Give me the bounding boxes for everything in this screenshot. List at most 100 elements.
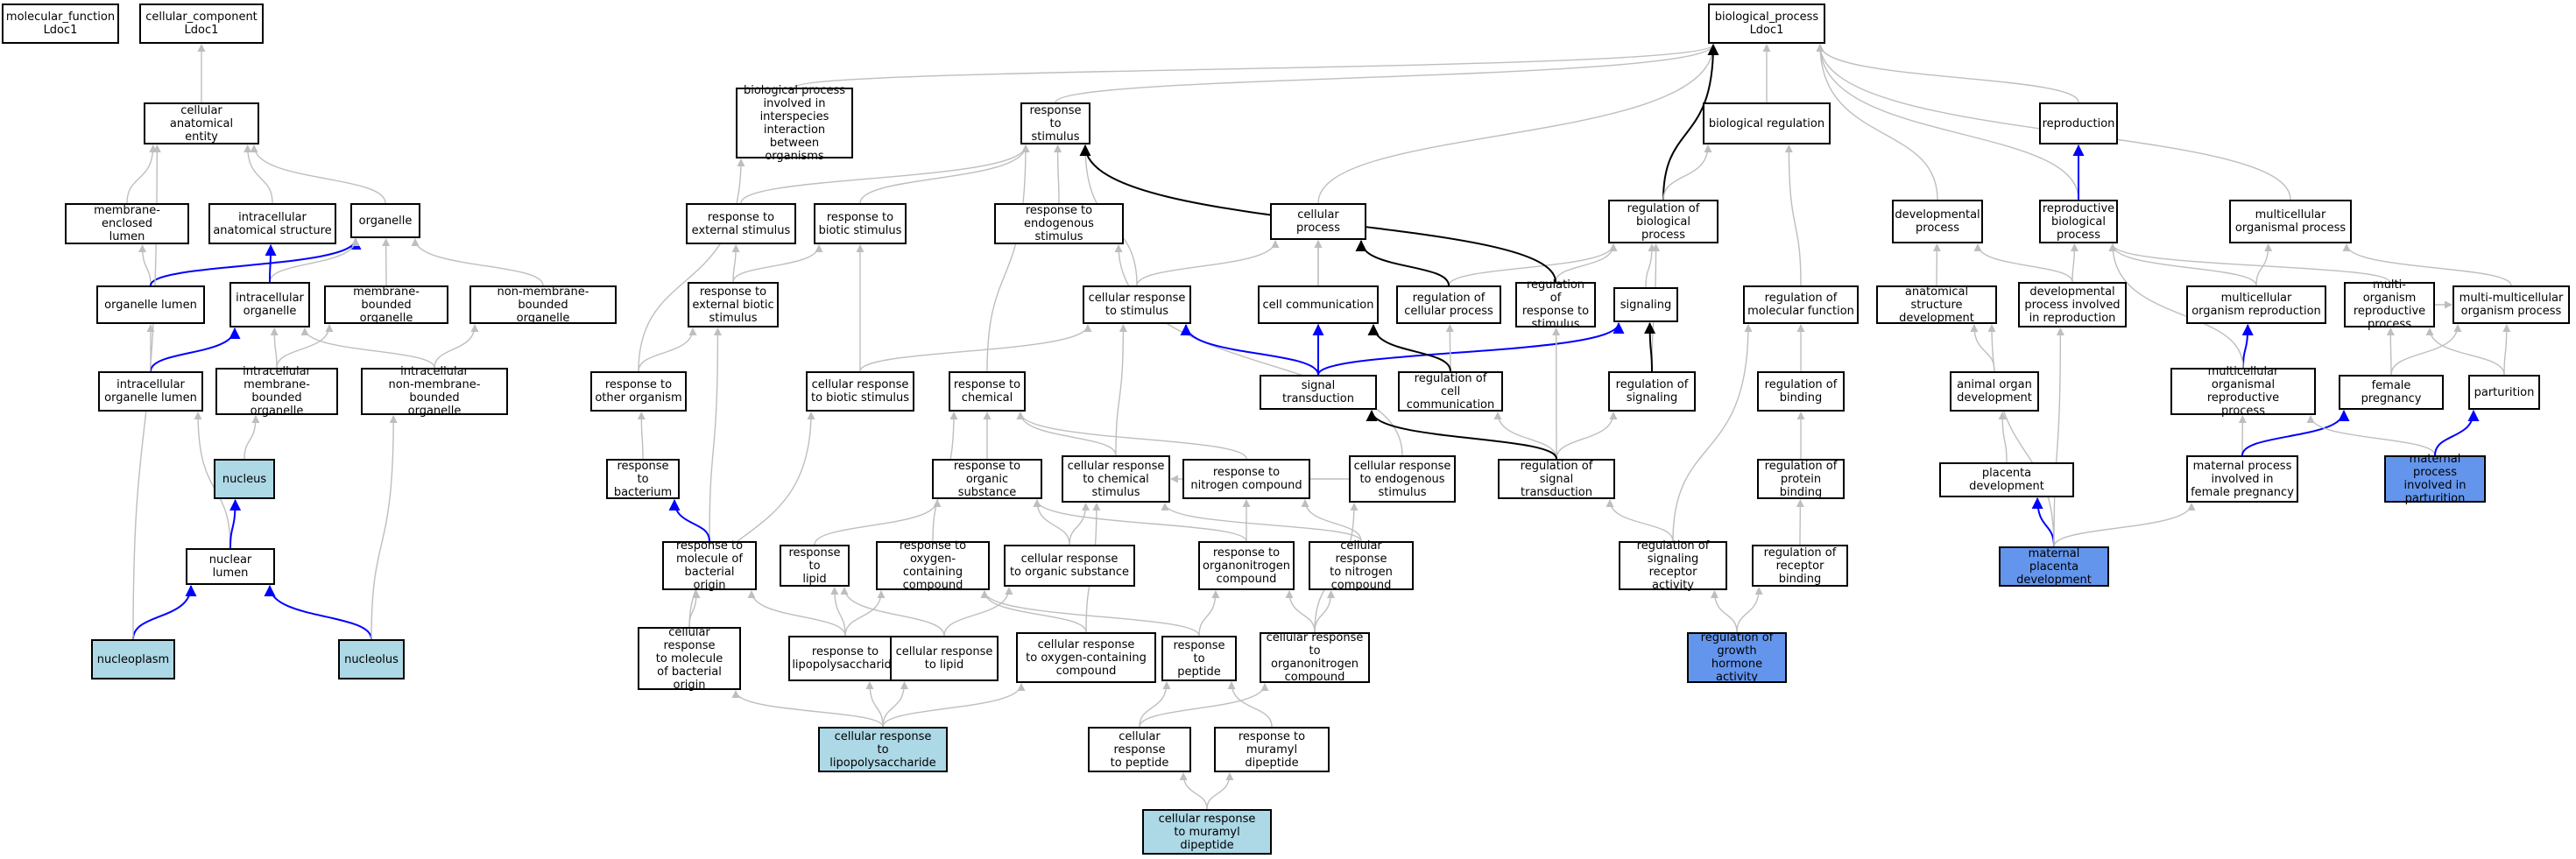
go-term-node[interactable]: cellular response to nitrogen compound	[1309, 539, 1414, 592]
go-term-node[interactable]: biological_process Ldoc1	[1708, 4, 1825, 44]
go-term-node[interactable]: regulation of biological process	[1608, 200, 1719, 243]
graph-edge-is-a	[844, 590, 886, 637]
go-term-node[interactable]: cellular process	[1270, 203, 1366, 240]
go-term-node[interactable]: nucleolus	[338, 639, 405, 679]
go-term-node[interactable]: cellular anatomical entity	[144, 102, 259, 144]
graph-edge-is-a	[1301, 499, 1362, 542]
go-term-node[interactable]: membrane-bounded organelle	[324, 285, 448, 325]
go-term-node[interactable]: nuclear lumen	[186, 548, 275, 585]
go-term-node[interactable]: multicellular organismal reproductive pr…	[2170, 365, 2316, 418]
go-term-node[interactable]: cellular response to chemical stimulus	[1062, 455, 1170, 503]
go-term-node[interactable]: multi-organism reproductive process	[2344, 278, 2435, 331]
go-term-node[interactable]: regulation of receptor binding	[1752, 545, 1848, 587]
go-term-node[interactable]: cellular response to biotic stimulus	[806, 371, 914, 412]
go-term-node[interactable]: animal organ development	[1950, 371, 2039, 412]
go-term-node[interactable]: placenta development	[1939, 462, 2074, 497]
graph-edge-is-a	[709, 327, 722, 542]
go-term-node[interactable]: regulation of growth hormone activity	[1687, 631, 1787, 684]
go-term-node[interactable]: regulation of protein binding	[1757, 459, 1845, 499]
graph-edge-part-of	[265, 244, 277, 283]
go-term-node[interactable]: intracellular anatomical structure	[208, 203, 336, 244]
go-term-node[interactable]: molecular_function Ldoc1	[2, 4, 119, 44]
go-term-node[interactable]: regulation of molecular function	[1743, 285, 1859, 324]
go-term-node[interactable]: multicellular organismal process	[2229, 200, 2352, 243]
go-term-node[interactable]: response to external biotic stimulus	[688, 282, 779, 327]
go-term-node[interactable]: non-membrane-bounded organelle	[469, 285, 617, 325]
go-term-node[interactable]: organelle	[350, 203, 420, 238]
go-term-node[interactable]: response to endogenous stimulus	[994, 203, 1124, 244]
go-term-node[interactable]: biological process involved in interspec…	[736, 84, 853, 163]
go-term-node[interactable]: nucleoplasm	[91, 639, 175, 679]
go-term-node[interactable]: cellular response to muramyl dipeptide	[1142, 809, 1272, 855]
graph-edge-is-a	[1816, 44, 1938, 201]
go-term-node[interactable]: response to biotic stimulus	[814, 203, 907, 244]
graph-edge-is-a	[1606, 499, 1674, 542]
go-term-node[interactable]: cell communication	[1258, 285, 1379, 324]
go-term-node[interactable]: regulation of signaling receptor activit…	[1619, 539, 1727, 592]
go-term-node[interactable]: organelle lumen	[96, 285, 205, 324]
go-term-node[interactable]: signaling	[1613, 287, 1678, 322]
go-term-node[interactable]: intracellular organelle	[229, 282, 310, 327]
go-term-node[interactable]: reproductive biological process	[2039, 200, 2118, 243]
go-term-node[interactable]: regulation of signal transduction	[1498, 459, 1615, 499]
go-term-node[interactable]: intracellular non-membrane-bounded organ…	[361, 365, 508, 418]
go-term-node[interactable]: regulation of response to stimulus	[1515, 278, 1596, 331]
go-term-node[interactable]: response to lipopolysaccharide	[788, 636, 902, 681]
go-term-node[interactable]: cellular response to endogenous stimulus	[1349, 455, 1456, 503]
go-term-node[interactable]: regulation of binding	[1757, 371, 1845, 412]
go-term-node[interactable]: female pregnancy	[2339, 375, 2444, 410]
graph-edge-part-of	[229, 499, 242, 549]
graph-edge-is-a	[840, 587, 945, 637]
graph-edge-part-of	[668, 499, 710, 542]
go-term-node[interactable]: signal transduction	[1260, 375, 1377, 410]
go-term-node[interactable]: biological regulation	[1703, 102, 1831, 144]
go-term-node[interactable]: cellular response to organic substance	[1004, 545, 1135, 587]
go-term-node[interactable]: regulation of cell communication	[1398, 371, 1503, 412]
go-term-node[interactable]: maternal process involved in parturition	[2384, 453, 2486, 505]
go-term-node[interactable]: response to stimulus	[1020, 102, 1090, 144]
go-term-node[interactable]: response to external stimulus	[686, 203, 796, 244]
go-term-node[interactable]: cellular response to molecule of bacteri…	[638, 626, 741, 692]
graph-edge-is-a	[794, 44, 1718, 88]
graph-edge-is-a	[1139, 681, 1171, 728]
go-term-node[interactable]: reproduction	[2039, 102, 2118, 144]
go-term-node[interactable]: membrane-enclosed lumen	[65, 203, 189, 244]
go-term-node[interactable]: developmental process involved in reprod…	[2018, 282, 2127, 327]
go-term-node[interactable]: response to chemical	[949, 371, 1026, 412]
go-term-node[interactable]: parturition	[2468, 375, 2540, 410]
go-term-node[interactable]: intracellular organelle lumen	[98, 371, 203, 412]
go-term-node[interactable]: maternal process involved in female preg…	[2186, 455, 2298, 503]
go-term-node[interactable]: regulation of signaling	[1608, 371, 1696, 412]
go-term-node[interactable]: cellular_component Ldoc1	[139, 4, 264, 44]
go-term-node[interactable]: developmental process	[1892, 200, 1983, 243]
go-term-node[interactable]: response to bacterium	[606, 459, 680, 499]
go-term-node[interactable]: response to other organism	[590, 371, 687, 412]
go-term-node[interactable]: nucleus	[214, 459, 275, 499]
graph-edge-is-a	[943, 587, 1013, 637]
go-term-node[interactable]: multi-multicellular organism process	[2452, 285, 2570, 324]
go-term-node[interactable]: anatomical structure development	[1876, 285, 1997, 325]
go-term-node[interactable]: cellular response to organonitrogen comp…	[1260, 631, 1370, 684]
go-term-node[interactable]: cellular response to peptide	[1088, 727, 1191, 772]
go-term-node[interactable]: multicellular organism reproduction	[2186, 285, 2326, 324]
go-term-node[interactable]: cellular response to lipopolysaccharide	[818, 727, 948, 772]
graph-edge-is-a	[638, 158, 745, 372]
go-term-node[interactable]: response to lipid	[780, 545, 850, 587]
go-term-node[interactable]: response to molecule of bacterial origin	[662, 539, 757, 592]
go-term-node[interactable]: response to nitrogen compound	[1182, 459, 1310, 499]
graph-edge-is-a	[1645, 243, 1656, 288]
go-term-node[interactable]: intracellular membrane-bounded organelle	[215, 365, 338, 418]
go-term-node[interactable]: cellular response to lipid	[890, 636, 999, 681]
go-term-node[interactable]: response to oxygen-containing compound	[876, 539, 990, 592]
graph-edge-is-a	[138, 244, 152, 286]
go-term-node[interactable]: cellular response to oxygen-containing c…	[1016, 632, 1156, 683]
go-term-node[interactable]: response to organic substance	[932, 459, 1042, 499]
go-term-node[interactable]: regulation of cellular process	[1396, 285, 1501, 324]
go-term-node[interactable]: response to peptide	[1161, 636, 1237, 681]
go-term-node[interactable]: cellular response to stimulus	[1083, 285, 1191, 324]
graph-edge-regulates	[1644, 322, 1656, 372]
go-term-node[interactable]: response to muramyl dipeptide	[1214, 727, 1330, 772]
go-term-node[interactable]: maternal placenta development	[1999, 546, 2109, 587]
graph-edge-is-a	[814, 499, 942, 546]
go-term-node[interactable]: response to organonitrogen compound	[1198, 541, 1295, 590]
